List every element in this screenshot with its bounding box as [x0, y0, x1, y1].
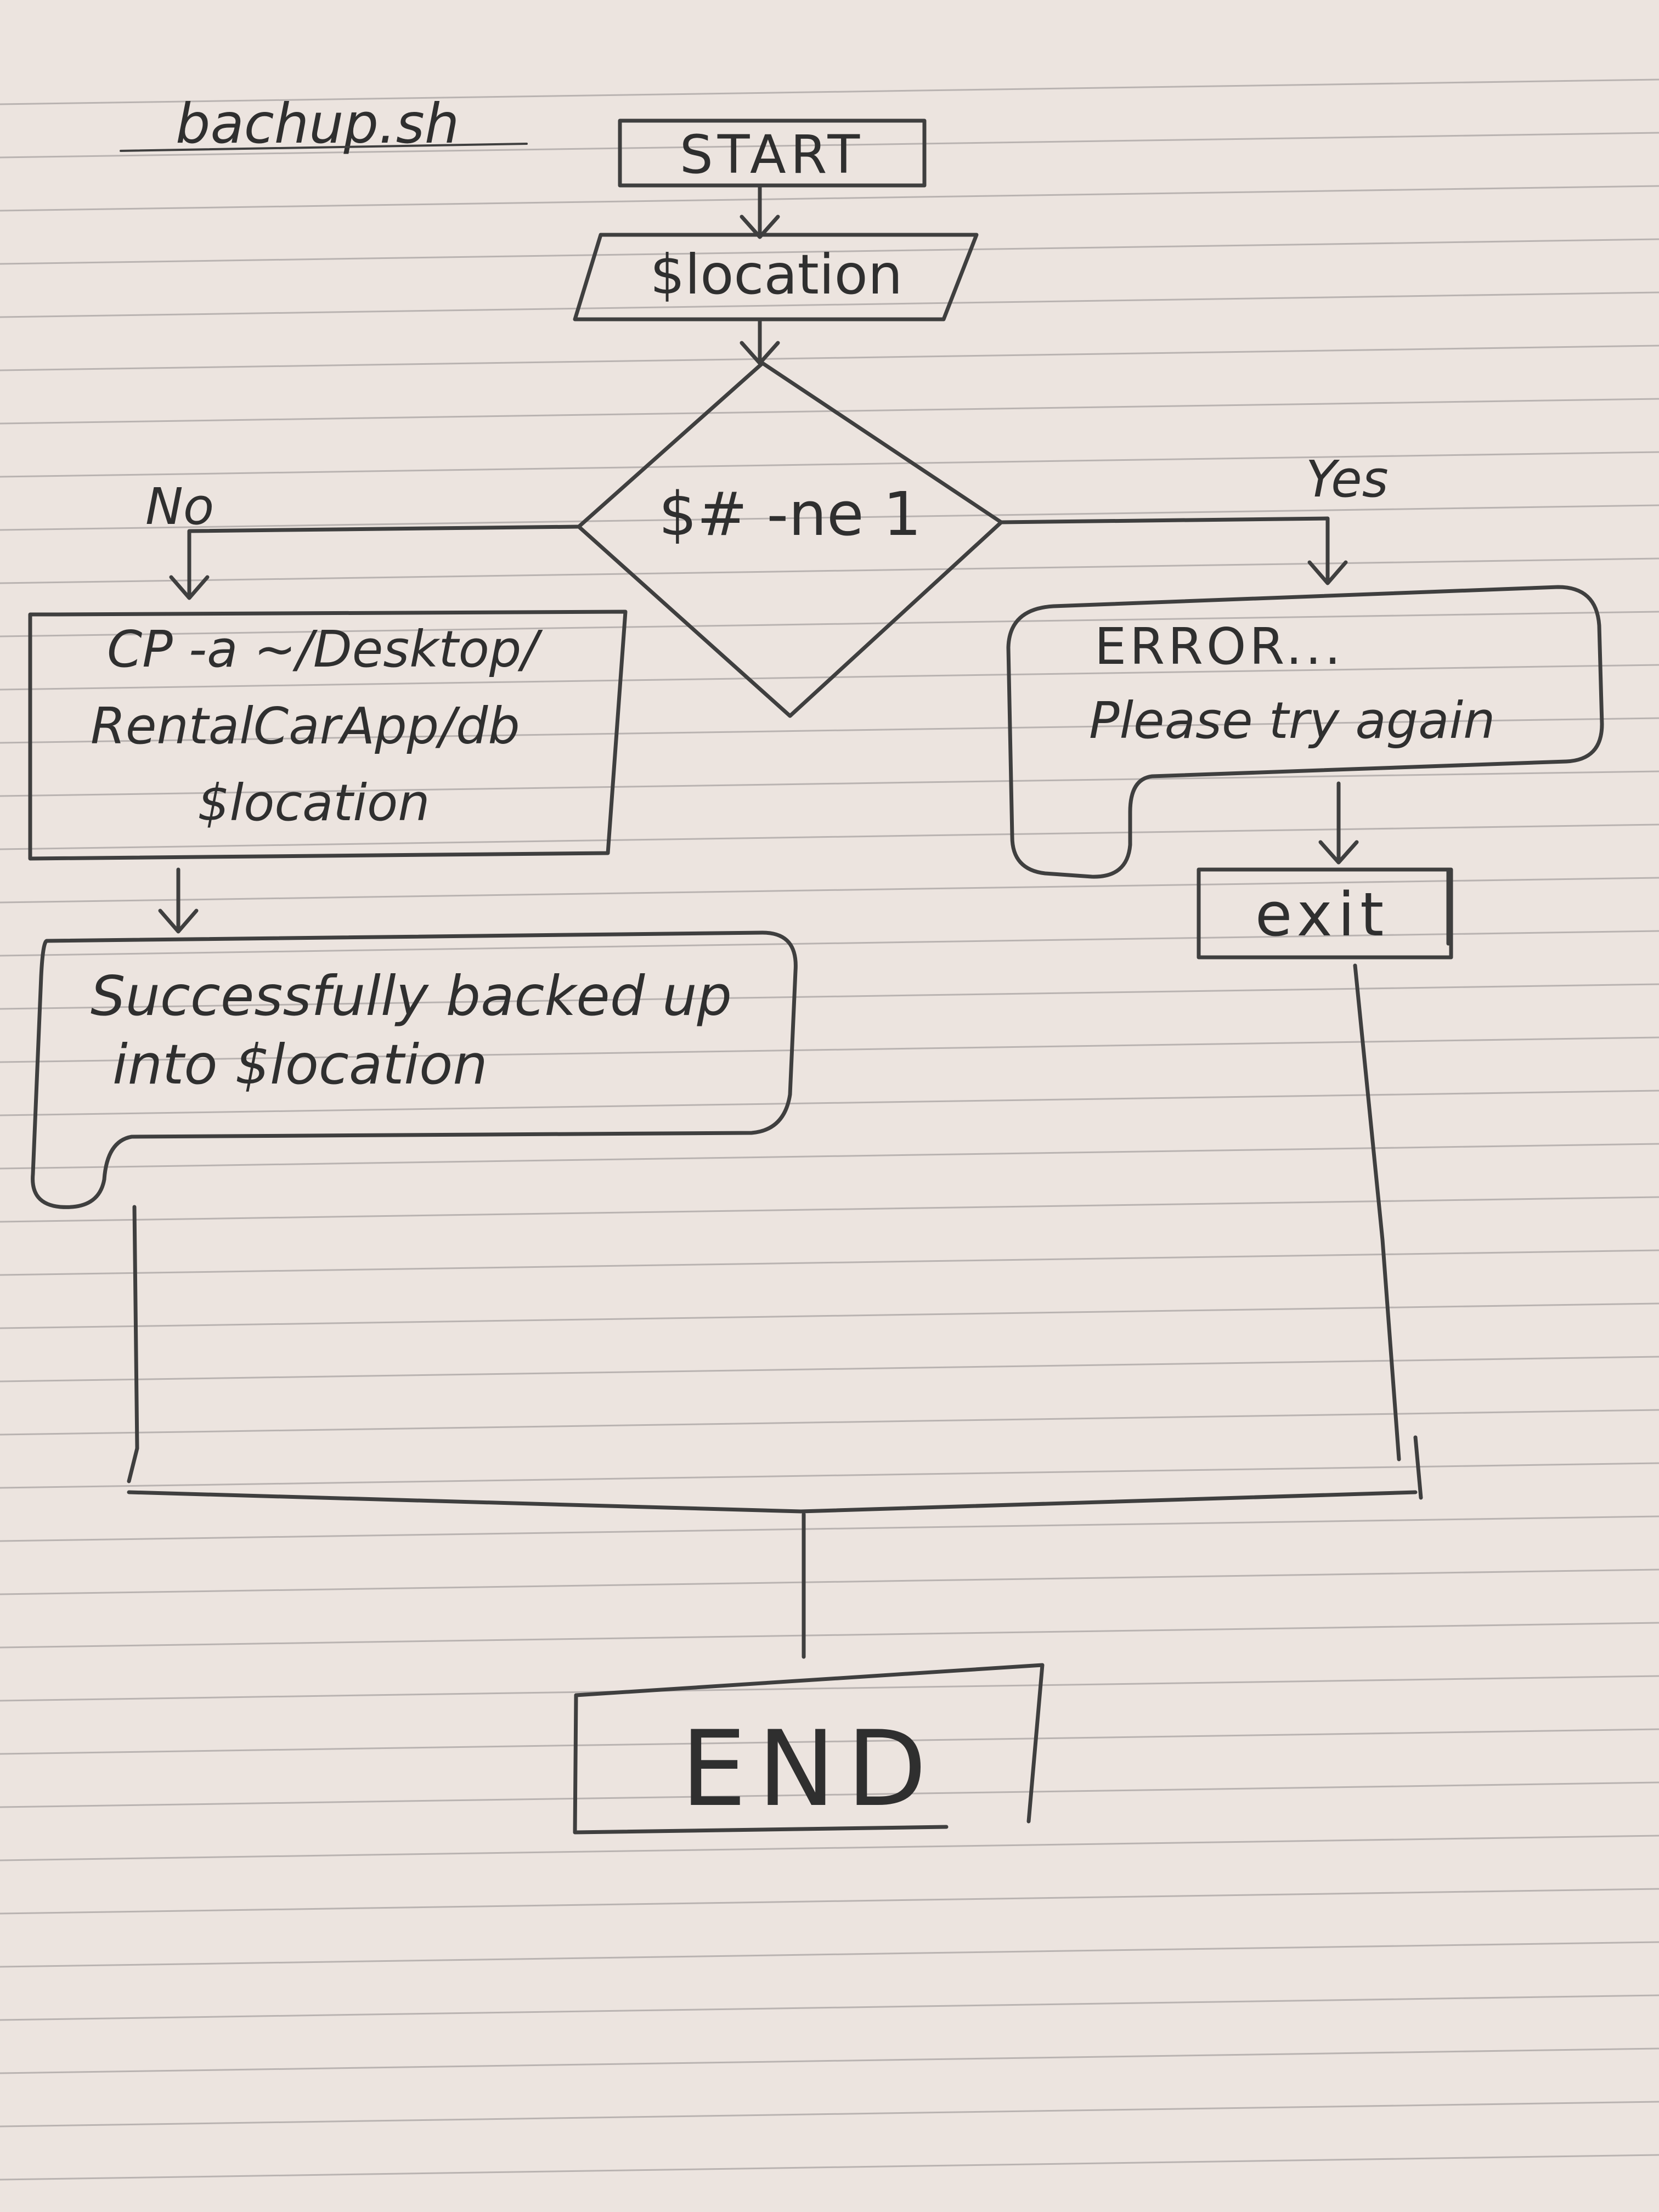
ruled-line — [0, 983, 1659, 1010]
ruled-line — [0, 78, 1659, 105]
arrow-yes-branch — [999, 516, 1330, 584]
ruled-line — [0, 1568, 1659, 1595]
ruled-line — [0, 132, 1659, 159]
ruled-line — [0, 823, 1659, 850]
error-display-box — [1006, 585, 1604, 879]
exit-process-box — [1197, 867, 1453, 960]
start-terminal — [618, 119, 927, 188]
ruled-line — [0, 877, 1659, 904]
ruled-line — [0, 504, 1659, 531]
error-line-2: Please try again — [1089, 691, 1495, 750]
ruled-line — [0, 1302, 1659, 1329]
ruled-line — [0, 1356, 1659, 1383]
ruled-line — [0, 1941, 1659, 1968]
copy-line-1: CP -a ~/Desktop/ — [107, 620, 543, 679]
copy-line-3: $location — [198, 774, 430, 832]
ruled-line — [0, 1675, 1659, 1702]
ruled-line — [0, 1515, 1659, 1542]
connector-success-down — [127, 1205, 139, 1483]
ruled-line — [0, 1781, 1659, 1808]
ruled-line — [0, 1143, 1659, 1170]
notebook-rules — [0, 78, 1659, 2181]
arrow-start-to-input-head — [740, 215, 780, 239]
connector-exit-down — [1353, 963, 1401, 1462]
end-terminal-bottom — [573, 1693, 949, 1835]
ruled-line — [0, 1888, 1659, 1915]
ruled-line — [0, 1036, 1659, 1063]
ruled-line — [0, 398, 1659, 425]
decision-label: $# -ne 1 — [658, 479, 921, 549]
input-label: $location — [650, 242, 902, 307]
no-branch-label: No — [145, 477, 214, 536]
end-terminal-top — [574, 1663, 1045, 1824]
input-parallelogram — [573, 233, 979, 321]
ruled-line — [0, 930, 1659, 957]
ruled-line — [0, 291, 1659, 318]
decision-diamond — [577, 361, 1003, 718]
arrow-yes-branch-head — [1307, 560, 1348, 585]
ruled-line — [0, 1835, 1659, 1861]
ruled-line — [0, 770, 1659, 797]
title-underline — [120, 143, 528, 152]
ruled-line — [0, 1090, 1659, 1116]
ruled-line — [0, 1196, 1659, 1223]
ruled-line — [0, 451, 1659, 478]
ruled-line — [0, 1249, 1659, 1276]
end-label: END — [681, 1708, 938, 1830]
ruled-line — [0, 1462, 1659, 1489]
arrow-error-to-exit-head — [1318, 840, 1359, 865]
ruled-line — [0, 2047, 1659, 2074]
ruled-line — [0, 2101, 1659, 2128]
connector-merge-line — [127, 1490, 1418, 1514]
success-line-2: into $location — [112, 1032, 488, 1097]
ruled-line — [0, 345, 1659, 371]
arrow-no-branch — [187, 524, 581, 597]
ruled-line — [0, 717, 1659, 744]
arrow-copy-to-success-head — [158, 909, 199, 934]
ruled-line — [0, 1994, 1659, 2021]
ruled-line — [0, 2154, 1659, 2181]
ruled-line — [0, 611, 1659, 637]
ruled-line — [0, 1409, 1659, 1436]
success-line-1: Successfully backed up — [91, 964, 732, 1028]
exit-label: exit — [1255, 879, 1390, 950]
ruled-line — [0, 1622, 1659, 1649]
ruled-line — [0, 1728, 1659, 1755]
success-display-box — [31, 930, 798, 1209]
ruled-line — [0, 557, 1659, 584]
connector-merge-tick — [1413, 1435, 1423, 1500]
ruled-line — [0, 185, 1659, 212]
copy-process-box — [28, 610, 628, 861]
error-line-1: ERROR... — [1094, 617, 1344, 676]
copy-line-2: RentalCarApp/db — [91, 697, 520, 755]
start-label: START — [680, 124, 864, 185]
ruled-line — [0, 238, 1659, 265]
yes-branch-label: Yes — [1306, 450, 1389, 509]
arrow-no-branch-head — [169, 575, 210, 600]
